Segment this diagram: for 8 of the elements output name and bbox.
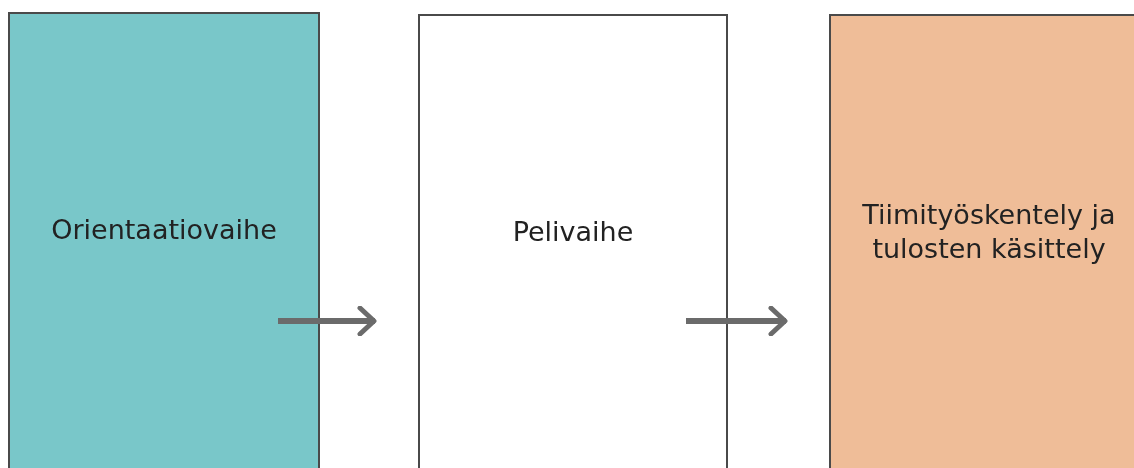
arrow [686, 305, 788, 337]
box-label: Orientaatiovaihe [50, 213, 278, 247]
arrow [278, 305, 377, 337]
process-box [418, 14, 728, 468]
box-label: Pelivaihe [511, 215, 635, 249]
process-box [8, 12, 320, 468]
box-label: Tiimityöskentely ja tulosten käsittely [861, 198, 1117, 266]
process-box [829, 14, 1134, 468]
